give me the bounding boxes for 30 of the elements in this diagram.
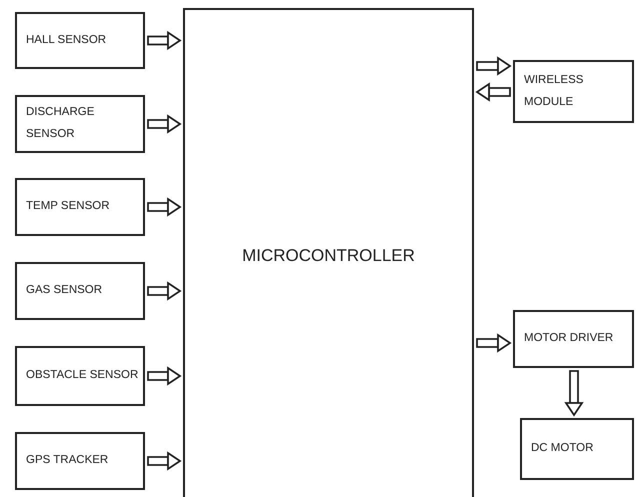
block-arrow bbox=[147, 367, 181, 385]
box-label: TEMP SENSOR bbox=[25, 199, 110, 214]
block-arrow bbox=[147, 198, 181, 216]
block-arrow bbox=[476, 83, 511, 101]
component-box bbox=[520, 418, 634, 480]
block-arrow bbox=[147, 452, 181, 470]
box-label: GAS SENSOR bbox=[25, 283, 104, 298]
block-arrow bbox=[147, 282, 181, 300]
box-label: GPS TRACKER bbox=[25, 453, 110, 468]
component-box bbox=[15, 346, 145, 406]
component-box bbox=[15, 95, 145, 153]
box-label: DC MOTOR bbox=[530, 441, 594, 456]
component-box bbox=[513, 310, 634, 368]
block-arrow bbox=[565, 370, 583, 416]
box-label: MICROCONTROLLER bbox=[242, 245, 415, 268]
block-arrow bbox=[476, 57, 511, 75]
component-box bbox=[513, 60, 634, 123]
block-arrow bbox=[147, 32, 181, 50]
block-arrow bbox=[147, 115, 181, 133]
component-box bbox=[15, 12, 145, 69]
block-arrow bbox=[476, 334, 511, 352]
box-label: HALL SENSOR bbox=[25, 32, 108, 48]
box-label: WIRELESS MODULE bbox=[523, 72, 584, 110]
box-label: MOTOR DRIVER bbox=[523, 331, 614, 346]
microcontroller-block bbox=[183, 8, 474, 497]
component-box bbox=[15, 178, 145, 236]
component-box bbox=[15, 432, 145, 490]
component-box bbox=[15, 262, 145, 320]
box-label: DISCHARGE SENSOR bbox=[25, 105, 96, 142]
box-label: OBSTACLE SENSOR bbox=[25, 368, 140, 384]
